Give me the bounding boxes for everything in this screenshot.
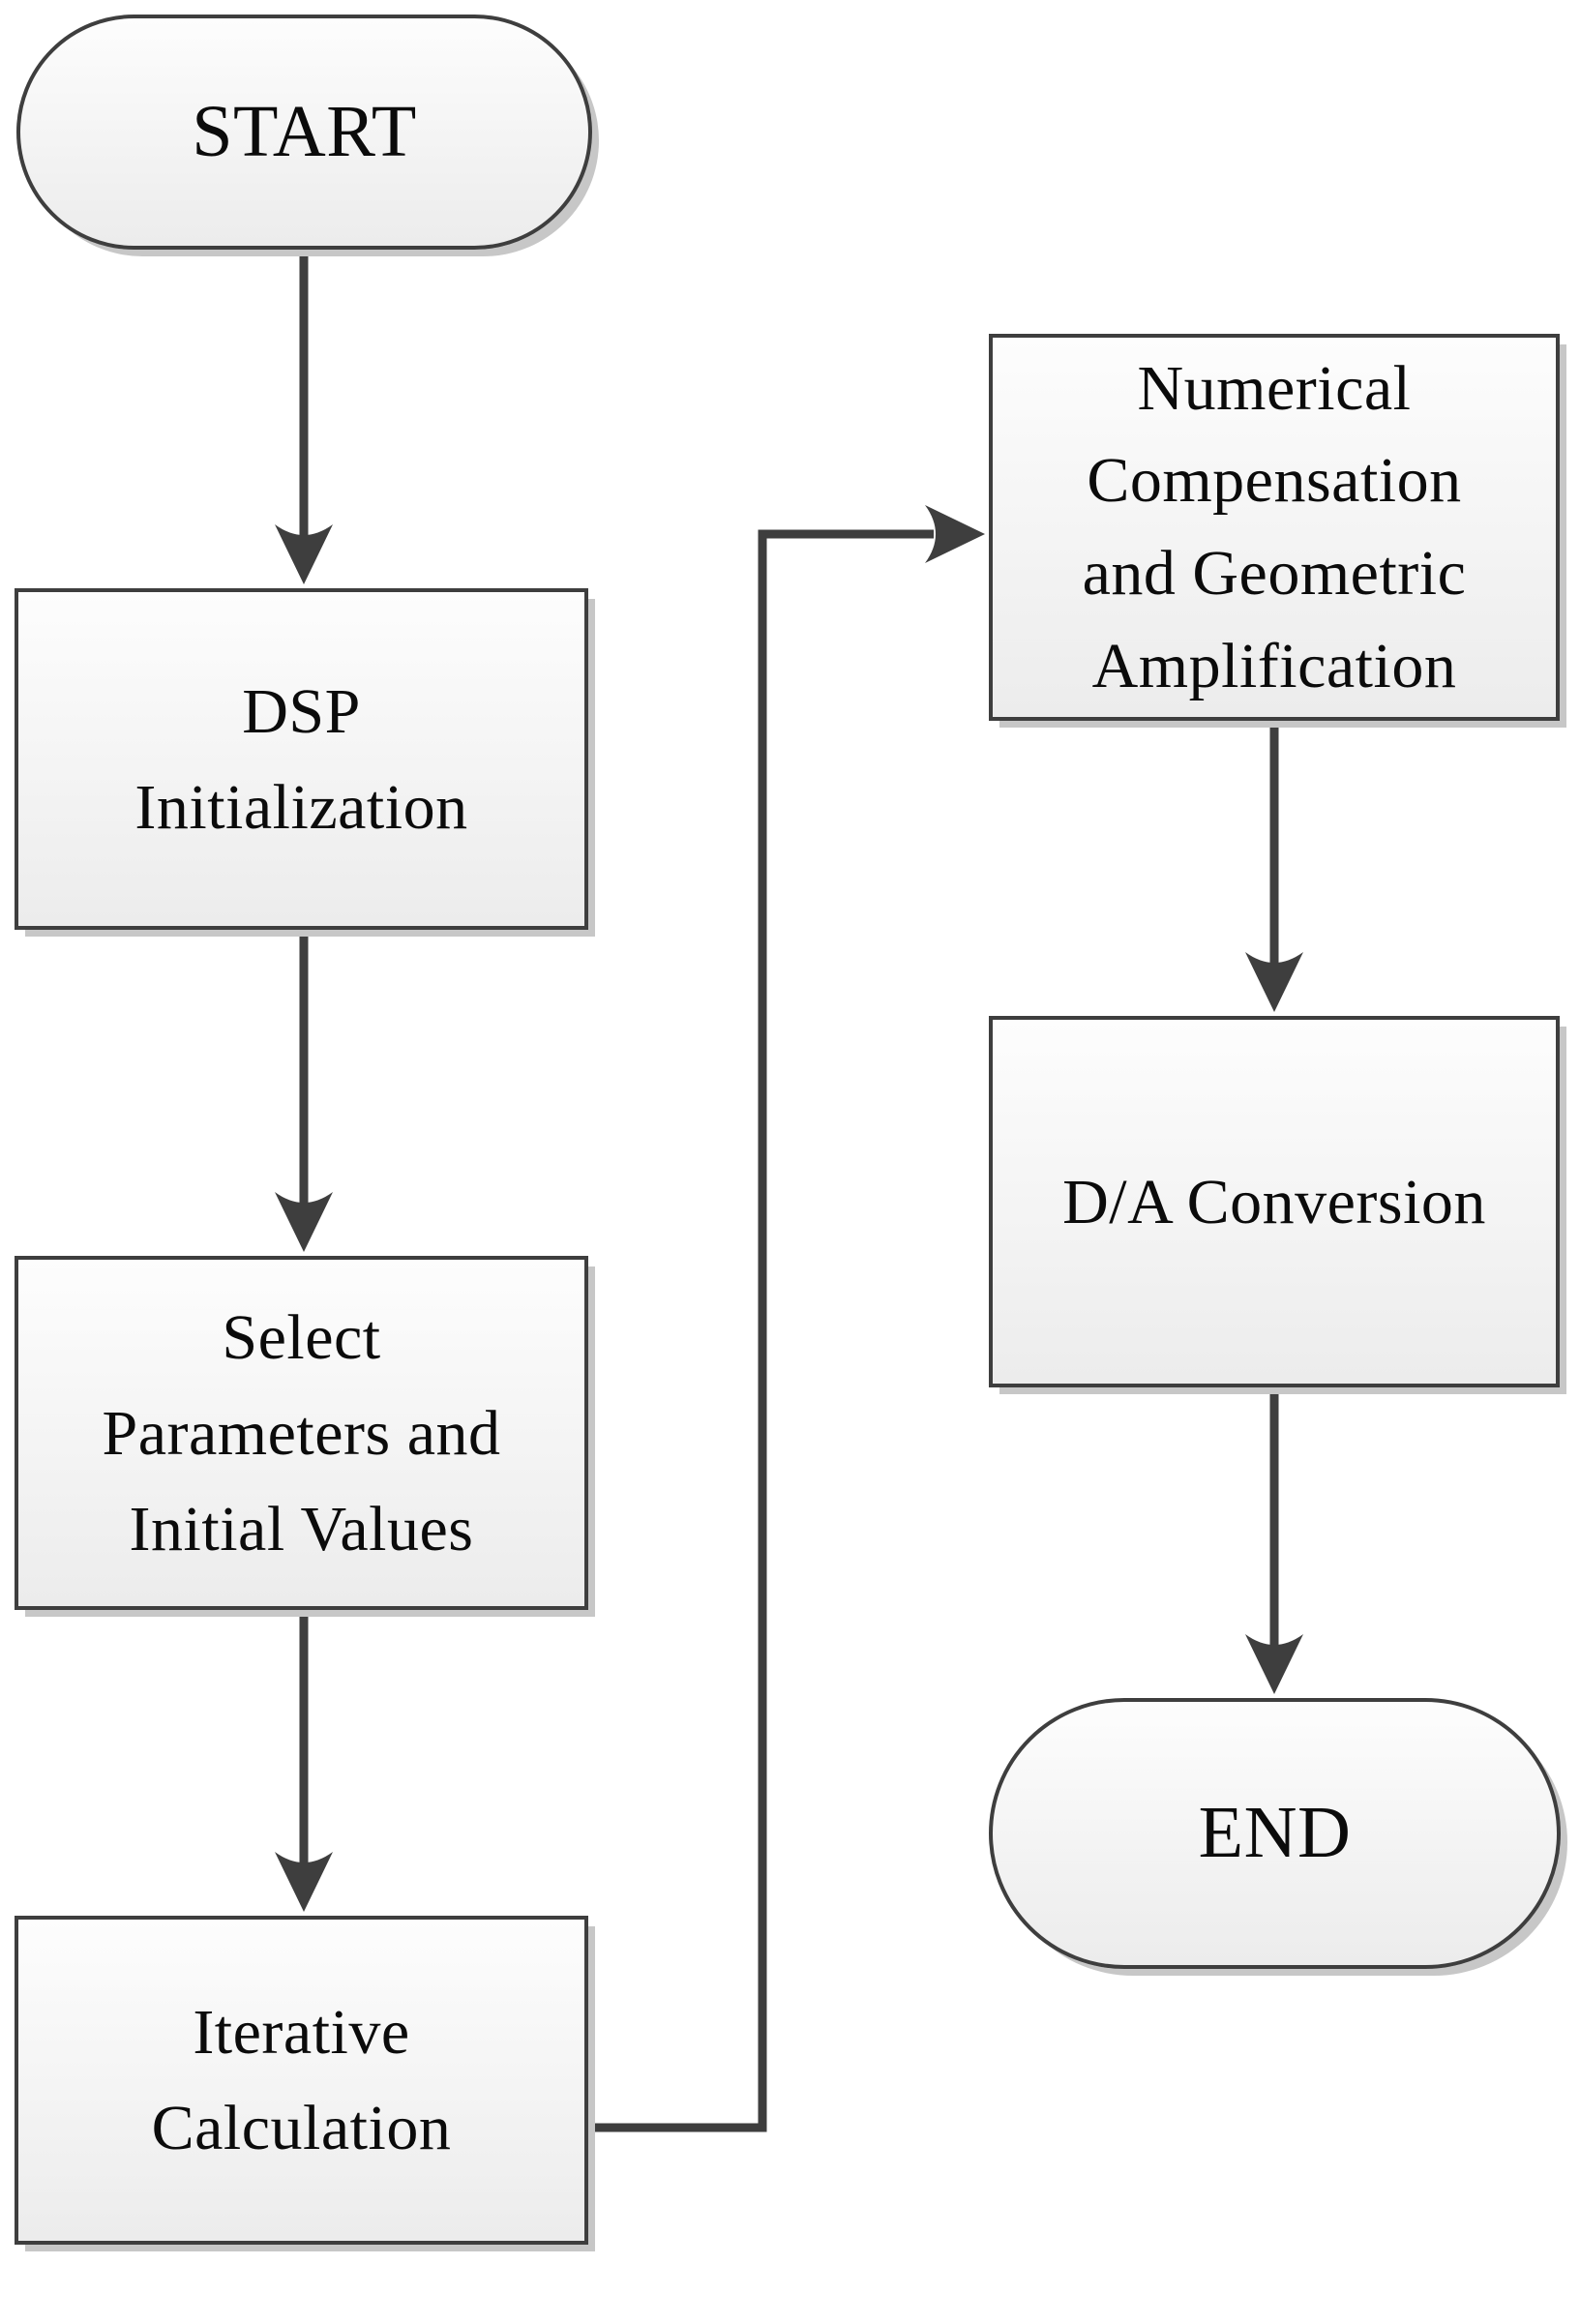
terminator-end: END <box>989 1698 1561 1969</box>
process-dsp-initialization-label: DSP Initialization <box>134 675 468 843</box>
process-iterative-calculation-label: Iterative Calculation <box>151 1997 452 2163</box>
arrow-select-to-iterative <box>275 1605 333 1912</box>
terminator-start: START <box>16 15 592 250</box>
process-numerical-compensation: Numerical Compensation and Geometric Amp… <box>989 334 1560 721</box>
arrow-da-to-end <box>1245 1383 1303 1694</box>
arrow-start-to-dsp <box>275 245 333 584</box>
terminator-start-label: START <box>192 90 417 172</box>
terminator-end-label: END <box>1198 1792 1352 1874</box>
process-da-conversion: D/A Conversion <box>989 1016 1560 1387</box>
process-da-conversion-label: D/A Conversion <box>1062 1166 1486 1237</box>
process-select-parameters-label: Select Parameters and Initial Values <box>102 1301 501 1564</box>
process-numerical-compensation-label: Numerical Compensation and Geometric Amp… <box>1082 352 1467 701</box>
arrow-dsp-to-select <box>275 926 333 1252</box>
process-dsp-initialization: DSP Initialization <box>15 588 588 930</box>
process-select-parameters: Select Parameters and Initial Values <box>15 1256 588 1610</box>
process-iterative-calculation: Iterative Calculation <box>15 1916 588 2245</box>
arrow-numerical-to-da <box>1245 717 1303 1012</box>
arrow-iterative-to-numerical <box>588 505 985 2132</box>
